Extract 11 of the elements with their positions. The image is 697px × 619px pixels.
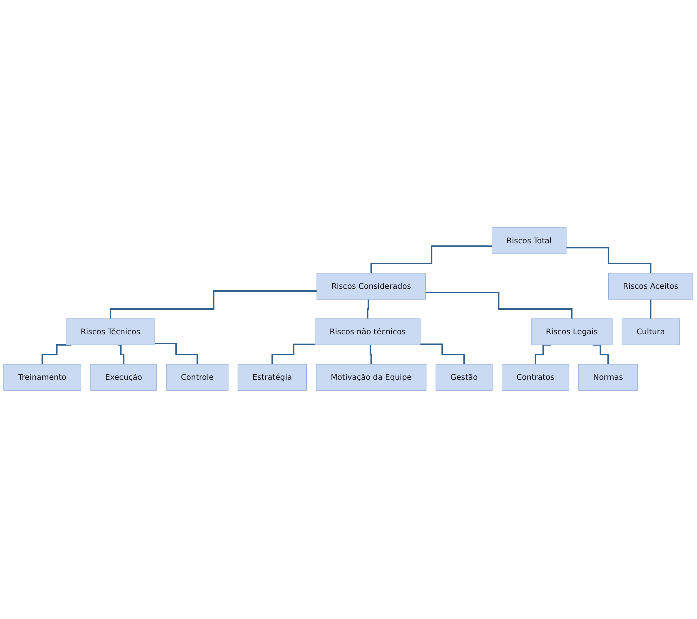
connector: [367, 299, 370, 320]
connector: [155, 343, 198, 366]
connector: [650, 299, 652, 320]
connector: [272, 344, 316, 366]
connector: [420, 344, 466, 366]
connector: [370, 246, 492, 274]
connector: [118, 344, 125, 366]
connector: [426, 292, 573, 320]
connector: [110, 290, 318, 320]
connector: [369, 344, 372, 366]
connector: [566, 247, 652, 274]
